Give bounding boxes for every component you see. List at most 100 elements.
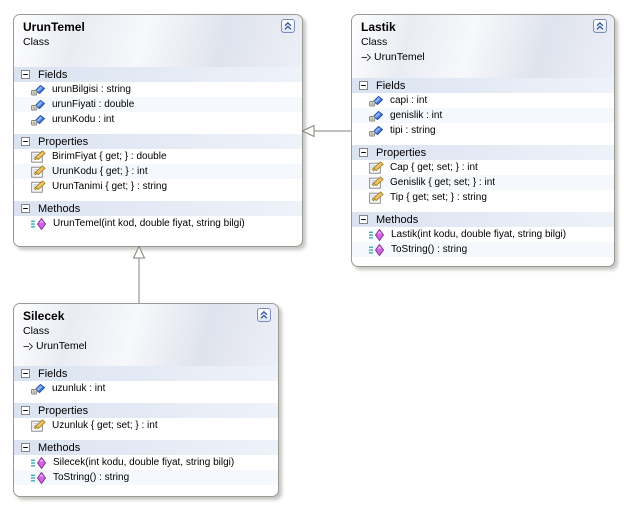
- class-header-uruntemel[interactable]: UrunTemel Class: [14, 15, 302, 67]
- collapse-minus-icon[interactable]: [21, 137, 30, 146]
- field-icon: [31, 384, 45, 395]
- inheritance-arrow-icon: [23, 342, 33, 350]
- property-icon: [31, 165, 46, 178]
- section-label: Fields: [38, 68, 68, 81]
- property-icon: [369, 161, 384, 174]
- member-text: urunFiyati : double: [52, 99, 135, 110]
- member-text: Tip { get; set; } : string: [390, 192, 487, 203]
- section-header-methods[interactable]: Methods: [14, 201, 302, 216]
- member-text: uzunluk : int: [52, 383, 106, 394]
- inheritance-connector-lastik-to-uruntemel[interactable]: [301, 124, 352, 138]
- section-properties: Properties BirimFiyat { get; } : double …: [14, 134, 302, 194]
- property-icon: [31, 150, 46, 163]
- section-header-fields[interactable]: Fields: [352, 78, 614, 93]
- collapse-button[interactable]: [281, 19, 295, 33]
- section-label: Methods: [376, 213, 419, 226]
- member-row[interactable]: urunFiyati : double: [14, 97, 302, 112]
- section-header-methods[interactable]: Methods: [14, 440, 278, 455]
- member-row[interactable]: BirimFiyat { get; } : double: [14, 149, 302, 164]
- member-row[interactable]: UrunTemel(int kod, double fiyat, string …: [14, 216, 302, 231]
- collapse-minus-icon[interactable]: [359, 148, 368, 157]
- field-icon: [369, 111, 383, 122]
- property-icon: [31, 180, 46, 193]
- member-row[interactable]: urunKodu : int: [14, 112, 302, 127]
- member-text: Cap { get; set; } : int: [390, 162, 478, 173]
- section-properties: Properties Uzunluk { get; set; } : int: [14, 403, 278, 433]
- section-header-properties[interactable]: Properties: [352, 145, 614, 160]
- property-icon: [369, 176, 384, 189]
- member-row[interactable]: UrunKodu { get; } : int: [14, 164, 302, 179]
- class-title: Silecek: [23, 309, 65, 323]
- member-text: UrunKodu { get; } : int: [52, 166, 148, 177]
- class-header-silecek[interactable]: Silecek Class UrunTemel: [14, 304, 278, 366]
- member-text: tipi : string: [390, 125, 436, 136]
- member-text: Genislik { get; set; } : int: [390, 177, 496, 188]
- member-text: Silecek(int kodu, double fiyat, string b…: [53, 457, 235, 468]
- property-icon: [369, 191, 384, 204]
- method-icon: [31, 471, 46, 484]
- member-row[interactable]: Uzunluk { get; set; } : int: [14, 418, 278, 433]
- member-text: Uzunluk { get; set; } : int: [52, 420, 158, 431]
- chevron-double-up-icon: [260, 311, 268, 319]
- class-header-lastik[interactable]: Lastik Class UrunTemel: [352, 15, 614, 78]
- member-row[interactable]: ToString() : string: [14, 470, 278, 485]
- member-row[interactable]: Cap { get; set; } : int: [352, 160, 614, 175]
- member-text: Lastik(int kodu, double fiyat, string bi…: [391, 229, 567, 240]
- property-icon: [31, 419, 46, 432]
- member-row[interactable]: capi : int: [352, 93, 614, 108]
- collapse-minus-icon[interactable]: [21, 406, 30, 415]
- member-row[interactable]: uzunluk : int: [14, 381, 278, 396]
- collapse-minus-icon[interactable]: [359, 215, 368, 224]
- collapse-button[interactable]: [257, 308, 271, 322]
- section-label: Properties: [38, 404, 89, 417]
- member-row[interactable]: genislik : int: [352, 108, 614, 123]
- member-text: BirimFiyat { get; } : double: [52, 151, 167, 162]
- member-row[interactable]: UrunTanimi { get; } : string: [14, 179, 302, 194]
- class-stereotype: Class: [361, 36, 388, 48]
- section-methods: Methods Lastik(int kodu, double fiyat, s…: [352, 212, 614, 257]
- section-fields: Fields capi : int genislik : int tipi : …: [352, 78, 614, 138]
- class-title: UrunTemel: [23, 20, 85, 34]
- member-text: genislik : int: [390, 110, 443, 121]
- member-text: capi : int: [390, 95, 428, 106]
- field-icon: [31, 115, 45, 126]
- section-header-properties[interactable]: Properties: [14, 403, 278, 418]
- base-class-name: UrunTemel: [36, 340, 87, 352]
- section-header-methods[interactable]: Methods: [352, 212, 614, 227]
- member-row[interactable]: Genislik { get; set; } : int: [352, 175, 614, 190]
- base-class-name: UrunTemel: [374, 51, 425, 63]
- method-icon: [369, 228, 384, 241]
- section-header-properties[interactable]: Properties: [14, 134, 302, 149]
- member-text: urunBilgisi : string: [52, 84, 131, 95]
- section-fields: Fields uzunluk : int: [14, 366, 278, 396]
- chevron-double-up-icon: [284, 22, 292, 30]
- section-label: Methods: [38, 202, 81, 215]
- class-box-silecek[interactable]: Silecek Class UrunTemel Fields uzunluk :…: [13, 303, 279, 497]
- member-row[interactable]: Lastik(int kodu, double fiyat, string bi…: [352, 227, 614, 242]
- section-header-fields[interactable]: Fields: [14, 366, 278, 381]
- collapse-minus-icon[interactable]: [21, 369, 30, 378]
- inheritance-arrow-icon: [361, 53, 371, 61]
- collapse-minus-icon[interactable]: [21, 70, 30, 79]
- class-stereotype: Class: [23, 36, 50, 48]
- section-properties: Properties Cap { get; set; } : int Genis…: [352, 145, 614, 205]
- class-title: Lastik: [361, 20, 396, 34]
- collapse-minus-icon[interactable]: [21, 443, 30, 452]
- section-methods: Methods UrunTemel(int kod, double fiyat,…: [14, 201, 302, 231]
- collapse-button[interactable]: [593, 19, 607, 33]
- member-row[interactable]: urunBilgisi : string: [14, 82, 302, 97]
- member-row[interactable]: ToString() : string: [352, 242, 614, 257]
- member-row[interactable]: tipi : string: [352, 123, 614, 138]
- member-row[interactable]: Silecek(int kodu, double fiyat, string b…: [14, 455, 278, 470]
- field-icon: [369, 96, 383, 107]
- section-header-fields[interactable]: Fields: [14, 67, 302, 82]
- field-icon: [369, 126, 383, 137]
- member-row[interactable]: Tip { get; set; } : string: [352, 190, 614, 205]
- member-text: UrunTanimi { get; } : string: [52, 181, 168, 192]
- collapse-minus-icon[interactable]: [21, 204, 30, 213]
- collapse-minus-icon[interactable]: [359, 81, 368, 90]
- class-box-lastik[interactable]: Lastik Class UrunTemel Fields capi : int: [351, 14, 615, 267]
- inheritance-connector-silecek-to-uruntemel[interactable]: [132, 245, 146, 304]
- class-box-uruntemel[interactable]: UrunTemel Class Fields urunBilgisi : str…: [13, 14, 303, 247]
